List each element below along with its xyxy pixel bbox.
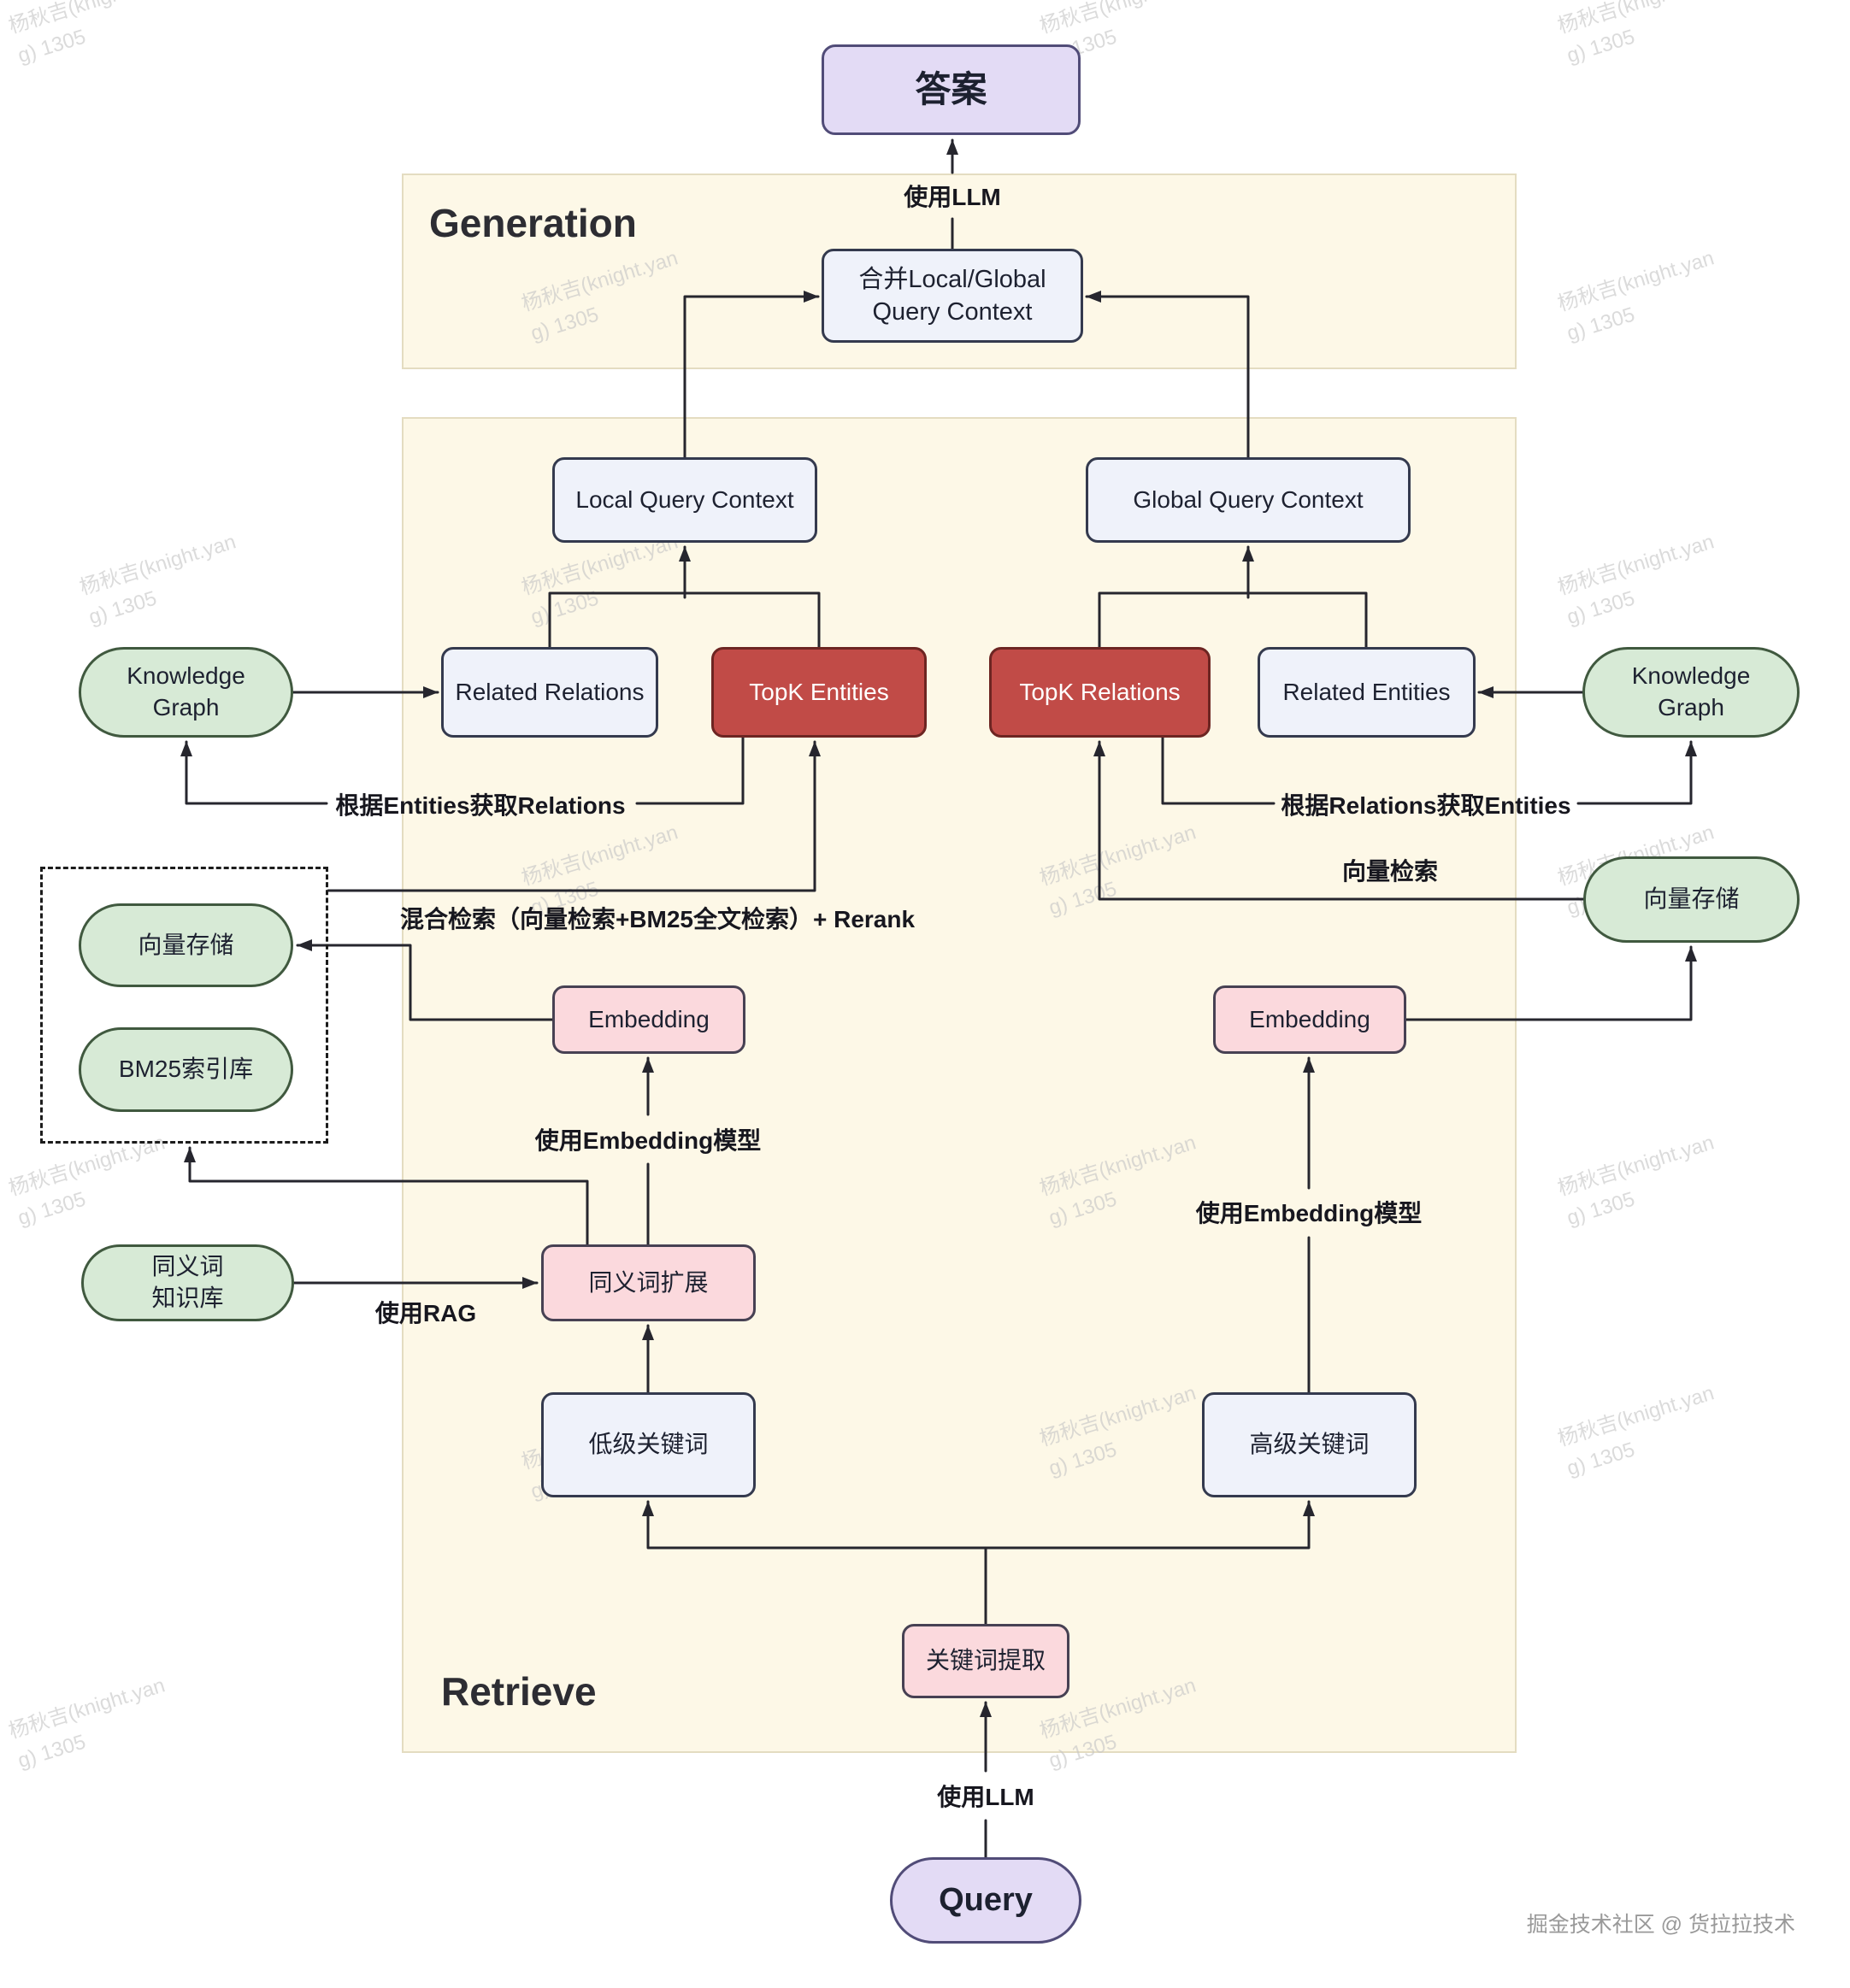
edge-hybrid-to-topkentities [327,740,821,892]
merge-context-line1: 合并Local/Global [858,265,1046,293]
query-node: Query [890,1857,1081,1944]
use-embedding-right-label: 使用Embedding模型 [1195,1200,1423,1226]
vector-store-left-node: 向量存储 [79,903,293,987]
embedding-right-node: Embedding [1213,985,1406,1054]
global-query-context-label: Global Query Context [1133,485,1364,513]
answer-label: 答案 [915,69,987,110]
vector-store-right-label: 向量存储 [1643,885,1740,913]
knowledge-graph-right-line1: Knowledge [1631,662,1751,690]
answer-node: 答案 [822,44,1081,135]
use-llm-bottom-label: 使用LLM [937,1784,1034,1810]
index-stores-group-box [40,867,328,1144]
edge-topkrelations-to-kgright-b [1576,740,1697,805]
merge-context-line2: Query Context [872,298,1033,326]
edge-vectorstore-to-topkrelations [1093,740,1585,901]
keyword-extraction-node: 关键词提取 [902,1624,1069,1698]
synonym-kb-line1: 同义词 [151,1253,224,1280]
high-level-keywords-node: 高级关键词 [1202,1392,1417,1497]
topk-entities-node: TopK Entities [711,647,927,738]
synonym-kb-node: 同义词 知识库 [81,1244,294,1321]
edge-topkrelations-to-kgright-a [1161,736,1276,805]
low-level-keywords-label: 低级关键词 [588,1431,709,1458]
synonym-expansion-node: 同义词扩展 [541,1244,756,1321]
merge-context-node: 合并Local/Global Query Context [822,249,1083,343]
edge-topkentities-up [683,591,821,649]
hybrid-search-label: 混合检索（向量检索+BM25全文检索）+ Rerank [399,906,916,932]
edge-embeddingright-to-vectorstore [1405,945,1697,1021]
use-rag-label: 使用RAG [374,1300,477,1326]
low-level-keywords-node: 低级关键词 [541,1392,756,1497]
use-embedding-left-label: 使用Embedding模型 [534,1127,762,1154]
generation-section-title: Generation [429,201,637,245]
use-llm-top-label: 使用LLM [904,184,1001,210]
topk-entities-label: TopK Entities [749,678,889,705]
knowledge-graph-left-line2: Graph [152,694,220,721]
embedding-right-label: Embedding [1249,1005,1370,1032]
edge-kwextract-to-highkw [984,1500,1315,1550]
edge-synexp-to-dashedbox [184,1146,589,1246]
topk-relations-label: TopK Relations [1019,678,1181,705]
vector-search-label: 向量检索 [1341,858,1439,885]
entities-to-relations-label: 根据Entities获取Relations [335,792,626,819]
edge-topkentities-to-kgleft-a [635,736,745,805]
query-label: Query [939,1882,1033,1919]
bm25-index-label: BM25索引库 [118,1056,254,1083]
topk-relations-node: TopK Relations [989,647,1211,738]
relations-to-entities-label: 根据Relations获取Entities [1281,792,1571,819]
edge-relatedentities-up [1246,591,1368,649]
edge-globalctx-to-merge [1085,291,1250,459]
related-entities-label: Related Entities [1282,678,1451,705]
retrieve-section [402,417,1517,1753]
embedding-left-label: Embedding [588,1005,710,1032]
retrieve-section-title: Retrieve [441,1669,597,1714]
vector-store-right-node: 向量存储 [1583,856,1800,943]
footer-credit: 掘金技术社区 @ 货拉拉技术 [1526,1913,1795,1937]
knowledge-graph-right-node: Knowledge Graph [1582,647,1800,738]
edge-embeddingleft-to-vectorstore [296,939,554,1021]
edge-topkentities-to-kgleft-b [180,740,328,805]
synonym-expansion-label: 同义词扩展 [588,1268,709,1296]
edge-kwextract-to-lowkw [642,1500,987,1626]
edge-localctx-to-merge [683,291,820,459]
related-relations-node: Related Relations [441,647,658,738]
high-level-keywords-label: 高级关键词 [1249,1431,1370,1458]
synonym-kb-line2: 知识库 [151,1285,224,1311]
vector-store-left-label: 向量存储 [138,931,234,958]
global-query-context-node: Global Query Context [1086,457,1411,543]
edge-topkrelations-up [1098,591,1250,649]
local-query-context-node: Local Query Context [552,457,817,543]
related-relations-label: Related Relations [455,678,645,705]
related-entities-node: Related Entities [1258,647,1476,738]
knowledge-graph-left-node: Knowledge Graph [79,647,293,738]
local-query-context-label: Local Query Context [575,485,794,513]
edge-relatedrelations-up [548,591,686,649]
bm25-index-node: BM25索引库 [79,1027,293,1112]
keyword-extraction-label: 关键词提取 [925,1647,1046,1674]
knowledge-graph-right-line2: Graph [1658,694,1724,721]
knowledge-graph-left-line1: Knowledge [127,662,245,690]
embedding-left-node: Embedding [552,985,745,1054]
